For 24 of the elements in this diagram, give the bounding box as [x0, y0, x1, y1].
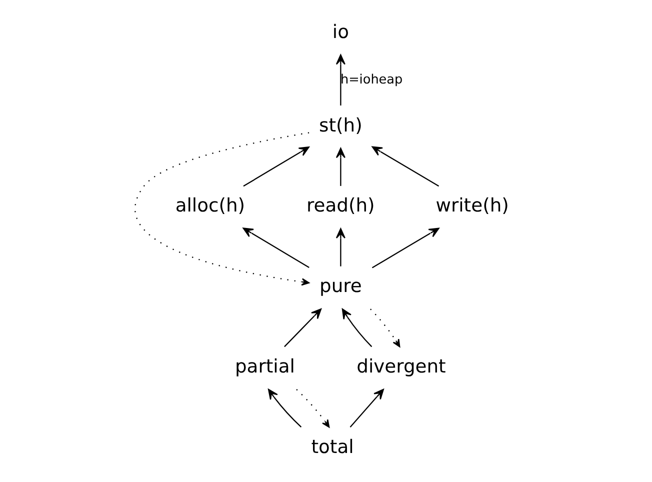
arrow: [371, 228, 439, 268]
arrow: [134, 132, 310, 286]
arrow: [335, 54, 345, 106]
node-text: partial: [234, 356, 294, 378]
arrow: [284, 308, 322, 348]
arrow: [242, 228, 309, 268]
node-text: write(h): [435, 196, 508, 217]
arrow: [267, 388, 302, 428]
arrow: [335, 228, 345, 266]
node-text: pure: [319, 276, 362, 298]
node-text: divergent: [356, 356, 446, 378]
arrow: [341, 308, 372, 348]
node-text: read(h): [306, 196, 374, 217]
arrow: [349, 388, 384, 428]
arrow: [242, 146, 309, 187]
node-text: st(h): [318, 115, 362, 136]
node-text: io: [332, 22, 348, 44]
edge-label: h=ioheap: [340, 72, 402, 88]
arrow: [335, 148, 345, 186]
arrow: [296, 389, 330, 428]
node-text: total: [310, 436, 354, 458]
node-text: alloc(h): [174, 196, 245, 217]
arrow: [371, 146, 439, 187]
arrow: [370, 308, 400, 348]
